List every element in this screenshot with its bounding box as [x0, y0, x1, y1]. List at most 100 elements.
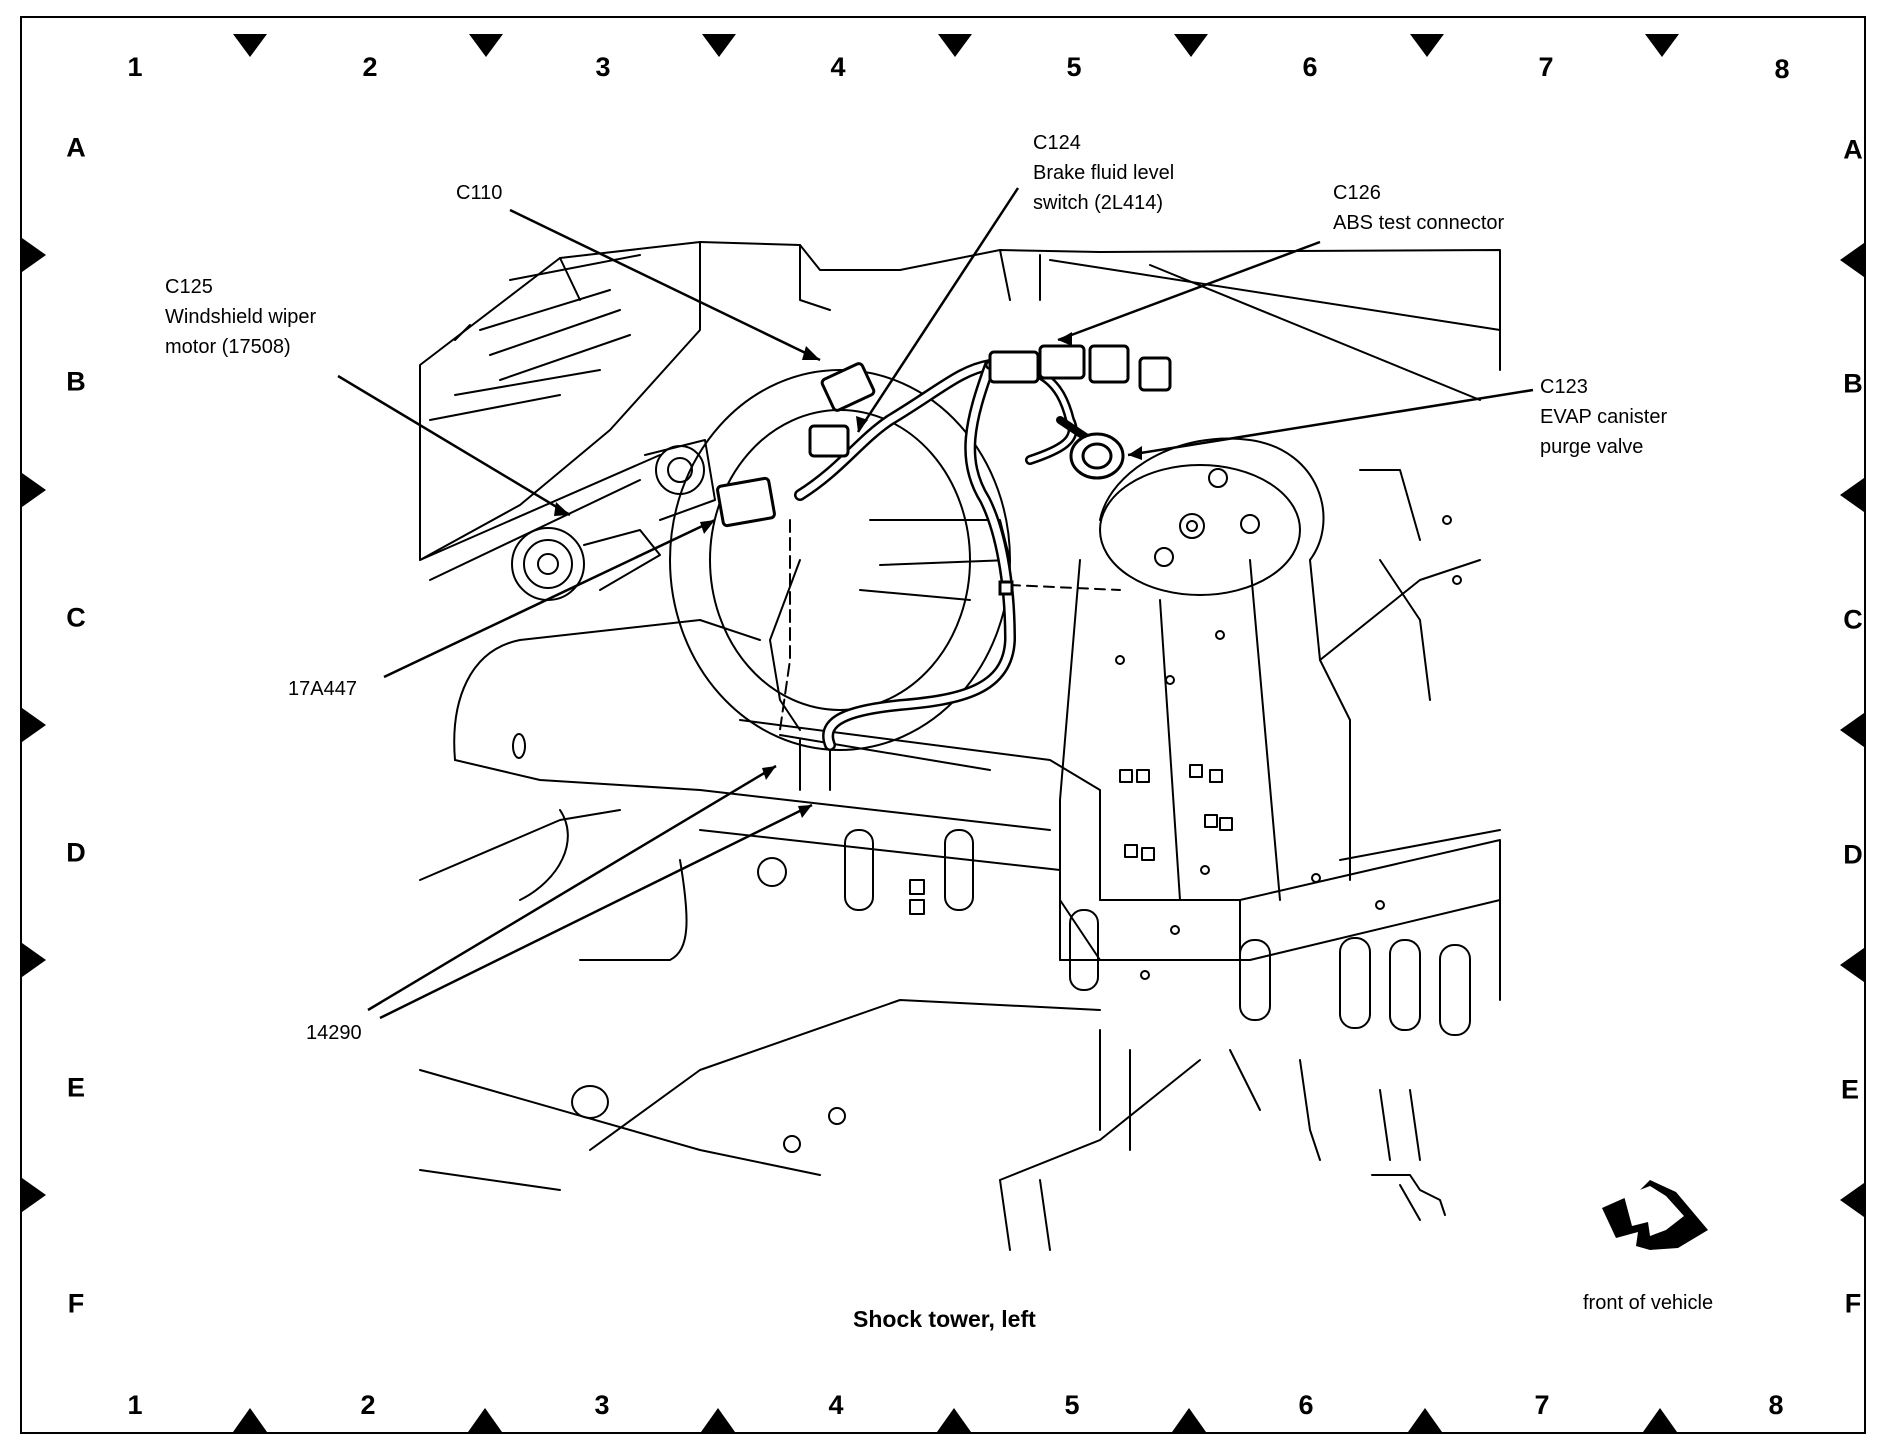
grid-col-bottom-3: 3 [594, 1390, 610, 1420]
leader-c126 [1057, 240, 1321, 342]
grid-row-right-e: E [1840, 1074, 1860, 1105]
leader-17a447 [383, 518, 716, 679]
tick-right-2 [1840, 478, 1864, 512]
tick-bottom-3 [701, 1408, 735, 1432]
connector-c126-right [1038, 344, 1086, 380]
grid-row-left-f: F [67, 1288, 85, 1319]
grid-col-top-2: 2 [362, 52, 378, 82]
grid-row-left-d: D [66, 837, 86, 868]
tick-bottom-6 [1408, 1408, 1442, 1432]
leader-c124 [856, 187, 1020, 433]
tick-right-4 [1840, 948, 1864, 982]
callout-c126-line-2: ABS test connector [1333, 212, 1505, 234]
grid-col-bottom-2: 2 [360, 1390, 376, 1420]
connector-c126-plug [1138, 356, 1172, 392]
grid-ticks-left [22, 238, 46, 1212]
diagram-frame [20, 16, 1866, 1434]
grid-row-left-e: E [66, 1072, 86, 1103]
grid-col-top-3: 3 [595, 52, 611, 82]
connector-c126-left [988, 350, 1040, 384]
leader-arrowheads [554, 332, 1142, 818]
tick-top-5 [1174, 34, 1208, 57]
tick-bottom-4 [937, 1408, 971, 1432]
leader-14290-b [379, 803, 813, 1020]
callout-14290-line-1: 14290 [306, 1022, 362, 1044]
callout-c110-line-1: C110 [456, 182, 503, 204]
callout-c110: C110 [456, 178, 502, 208]
tick-right-3 [1840, 713, 1864, 747]
grid-col-bottom-1: 1 [127, 1390, 143, 1420]
callout-c125-line-3: motor (17508) [165, 336, 291, 358]
grid-row-left-a: A [66, 132, 86, 163]
grid-col-top-8: 8 [1774, 54, 1790, 84]
tick-top-4 [938, 34, 972, 57]
tick-left-4 [22, 943, 46, 977]
grid-ticks-top [233, 34, 1679, 57]
grid-row-left-b: B [66, 366, 86, 397]
callout-c125-line-2: Windshield wiper [165, 306, 317, 328]
leader-c110 [509, 208, 821, 362]
grid-col-bottom-5: 5 [1064, 1390, 1080, 1420]
connectors [716, 344, 1172, 596]
tick-bottom-7 [1643, 1408, 1677, 1432]
callout-c124-line-2: Brake fluid level [1033, 162, 1175, 184]
tick-left-2 [22, 473, 46, 507]
connector-c110 [820, 362, 876, 412]
front-of-vehicle-label: front of vehicle [1583, 1292, 1714, 1314]
callout-c123-line-3: purge valve [1540, 436, 1644, 458]
diagram-caption: Shock tower, left [853, 1306, 1036, 1332]
connector-17a447 [716, 476, 776, 528]
grid-ticks-bottom [233, 1408, 1677, 1432]
tick-left-1 [22, 238, 46, 272]
grid-col-top-1: 1 [127, 52, 143, 82]
grid-row-right-d: D [1843, 839, 1863, 870]
grid-ticks-right [1840, 243, 1864, 1217]
tick-top-1 [233, 34, 267, 57]
grid-col-bottom-8: 8 [1768, 1390, 1784, 1420]
grid-row-right-b: B [1843, 368, 1863, 399]
tick-bottom-5 [1172, 1408, 1206, 1432]
grid-col-bottom-7: 7 [1534, 1390, 1550, 1420]
callout-14290: 14290 [306, 1018, 362, 1048]
harness-clip [998, 580, 1014, 596]
grid-row-right-f: F [1844, 1288, 1862, 1319]
leader-c123 [1127, 388, 1534, 457]
grid-row-left-c: C [66, 602, 86, 633]
grid-row-right-a: A [1843, 134, 1863, 165]
tick-bottom-1 [233, 1408, 267, 1432]
callout-c125-line-1: C125 [165, 276, 213, 298]
grid-col-bottom-4: 4 [828, 1390, 844, 1420]
callout-c124-line-3: switch (2L414) [1033, 192, 1164, 214]
grid-col-top-7: 7 [1538, 52, 1554, 82]
tick-left-5 [22, 1178, 46, 1212]
tick-right-5 [1840, 1183, 1864, 1217]
tick-bottom-2 [468, 1408, 502, 1432]
callout-c123: C123 EVAP canister purge valve [1540, 372, 1667, 462]
callout-c126-line-1: C126 [1333, 182, 1381, 204]
grid-col-bottom-6: 6 [1298, 1390, 1314, 1420]
tick-right-1 [1840, 243, 1864, 277]
tick-top-6 [1410, 34, 1444, 57]
leader-c125 [337, 374, 571, 517]
callout-c123-line-2: EVAP canister [1540, 406, 1668, 428]
tick-top-2 [469, 34, 503, 57]
body-structure [419, 241, 1501, 1251]
connector-c124 [808, 424, 850, 458]
leader-lines [337, 187, 1534, 1020]
callout-c126: C126 ABS test connector [1333, 178, 1504, 238]
callout-c124: C124 Brake fluid level switch (2L414) [1033, 128, 1174, 218]
grid-col-top-5: 5 [1066, 52, 1082, 82]
grid-row-right-c: C [1843, 604, 1863, 635]
callout-c125: C125 Windshield wiper motor (17508) [165, 272, 316, 362]
grid-col-top-4: 4 [830, 52, 846, 82]
tick-top-3 [702, 34, 736, 57]
callout-c123-line-1: C123 [1540, 376, 1588, 398]
tick-left-3 [22, 708, 46, 742]
callout-c124-line-1: C124 [1033, 132, 1081, 154]
callout-17a447-line-1: 17A447 [288, 678, 357, 700]
arrow-icon [1602, 1180, 1708, 1250]
connector-c126-mating [1088, 344, 1130, 384]
leader-14290-a [367, 764, 777, 1012]
callout-17a447: 17A447 [288, 674, 357, 704]
